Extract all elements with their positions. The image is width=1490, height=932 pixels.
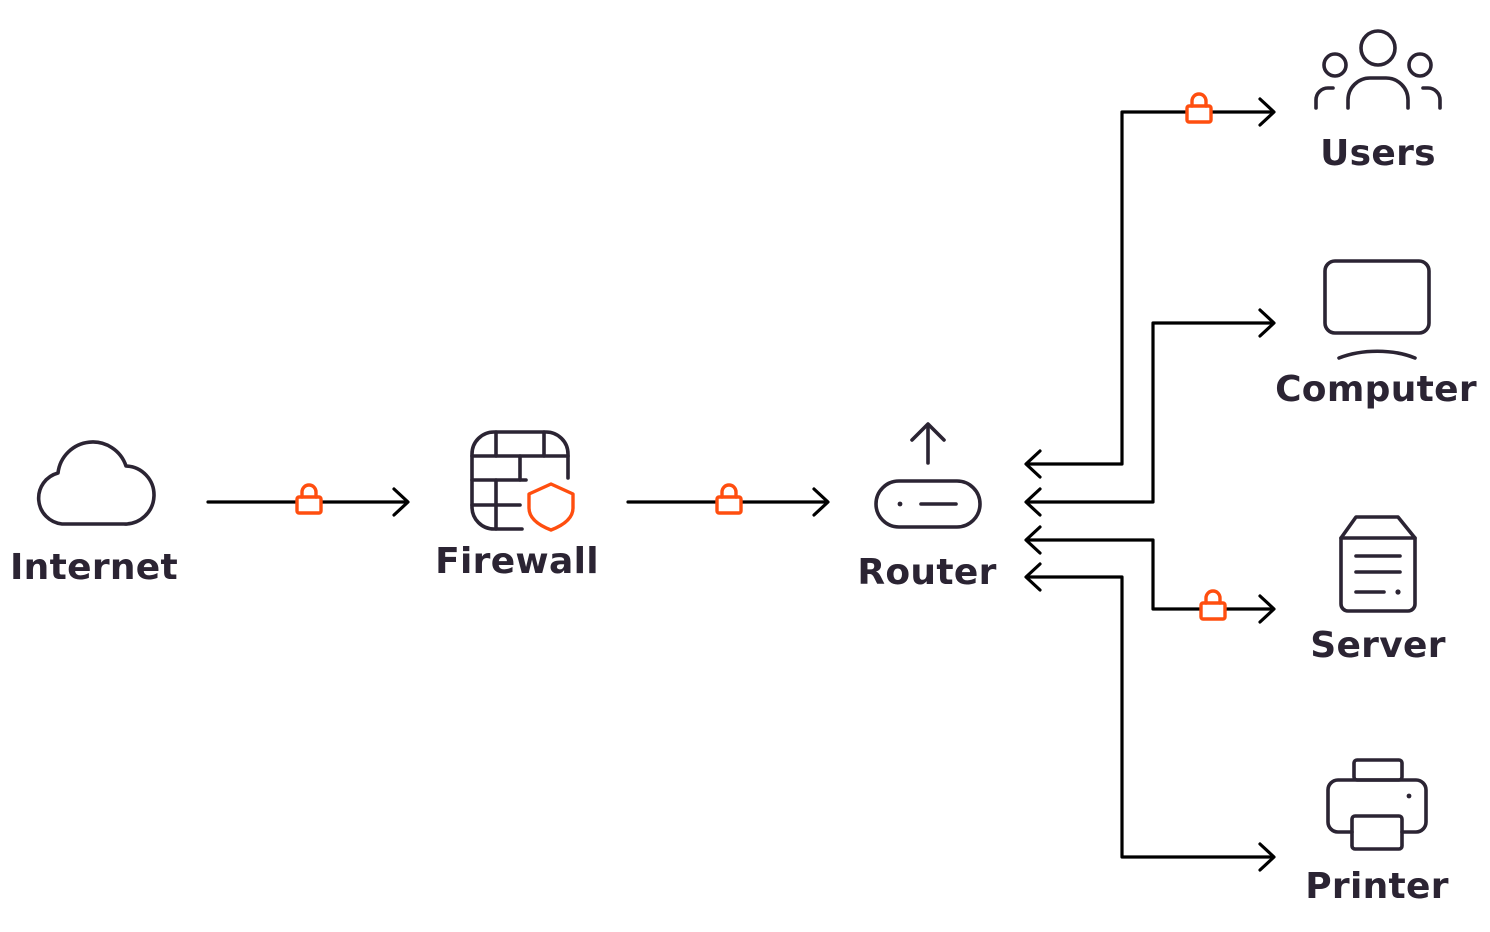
node-label-printer: Printer xyxy=(1305,866,1449,907)
lock-icon xyxy=(1185,92,1213,124)
node-label-internet: Internet xyxy=(9,547,179,588)
connector-router-server xyxy=(1024,525,1276,624)
lock-icon xyxy=(295,483,323,515)
printer-icon xyxy=(1326,758,1428,851)
router-icon xyxy=(874,422,982,529)
connector-router-users xyxy=(1024,97,1276,479)
node-label-server: Server xyxy=(1310,625,1446,666)
node-label-users: Users xyxy=(1320,133,1436,174)
connector-router-computer xyxy=(1024,308,1276,517)
users-icon xyxy=(1314,29,1442,110)
firewall-shield-icon xyxy=(470,430,575,532)
node-label-computer: Computer xyxy=(1275,369,1477,410)
connector-router-printer xyxy=(1024,562,1276,872)
node-label-firewall: Firewall xyxy=(435,541,599,582)
monitor-icon xyxy=(1323,259,1431,360)
server-icon xyxy=(1339,515,1417,613)
lock-icon xyxy=(715,483,743,515)
node-label-router: Router xyxy=(857,552,997,593)
lock-icon xyxy=(1199,589,1227,621)
cloud-icon xyxy=(36,440,156,526)
